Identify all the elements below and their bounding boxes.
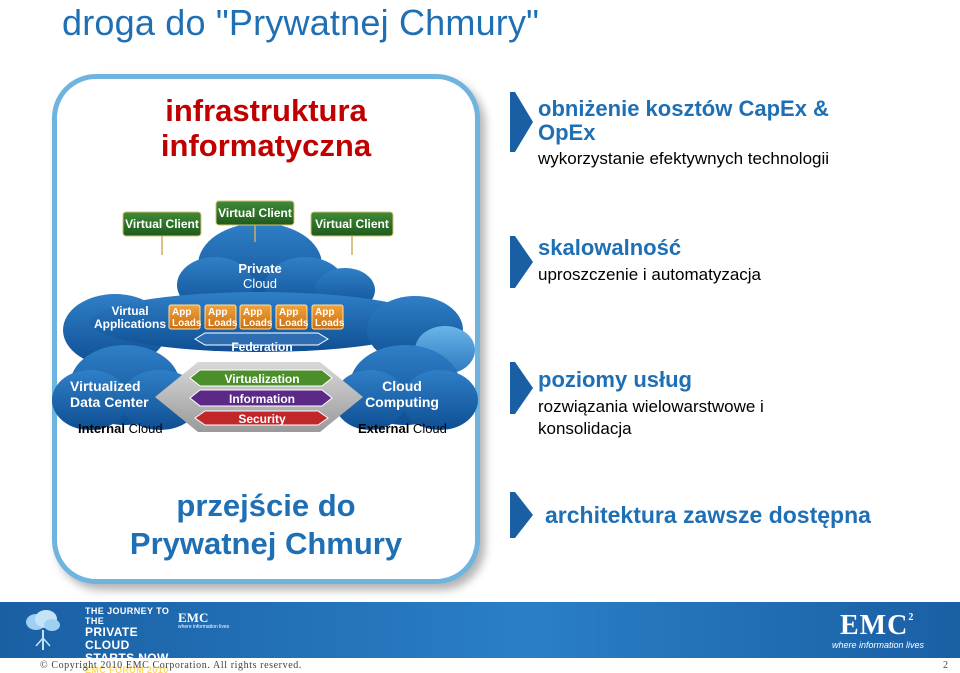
- internal-cloud-caption: Internal Cloud: [78, 421, 163, 436]
- security-label: Security: [238, 412, 286, 426]
- benefit-3-subtitle-line2: konsolidacja: [538, 419, 632, 438]
- app-loads-label-1: App Loads: [172, 307, 201, 329]
- internal-cloud-bold: Internal: [78, 421, 125, 436]
- external-cloud-caption: External Cloud: [358, 421, 447, 436]
- app-loads-box-5: [311, 304, 344, 330]
- benefit-availability: architektura zawsze dostępna: [545, 503, 871, 527]
- app-loads-label-2: App Loads: [208, 307, 237, 329]
- app-loads-5-line2: Loads: [315, 318, 345, 329]
- panel-footer-line1: przejście do: [176, 488, 356, 523]
- copyright-content: Copyright 2010 EMC Corporation. All righ…: [51, 660, 302, 671]
- virtual-applications-label: Virtual Applications: [92, 305, 168, 331]
- arrow-icon-3: [510, 362, 533, 414]
- private-cloud-logo-icon: [26, 610, 60, 650]
- app-loads-2-line1: App: [208, 307, 228, 318]
- benefit-2-subtitle: uproszczenie i automatyzacja: [538, 265, 762, 284]
- app-loads-4-line1: App: [279, 307, 299, 318]
- app-loads-5-line1: App: [315, 307, 335, 318]
- app-loads-box-3: [239, 304, 272, 330]
- external-cloud-shape: [334, 326, 478, 430]
- benefit-2-title: skalowalność: [538, 235, 682, 260]
- emc-logo: EMC2: [840, 610, 914, 642]
- app-loads-3-line2: Loads: [243, 318, 273, 329]
- benefit-service-levels: poziomy usług rozwiązania wielowarstwowe…: [538, 368, 764, 440]
- internal-cloud-rest: Cloud: [124, 421, 163, 436]
- app-loads-label-5: App Loads: [315, 307, 344, 329]
- app-loads-4-line2: Loads: [279, 318, 309, 329]
- panel-footer-line2: Prywatnej Chmury: [129, 526, 403, 561]
- emc-small-logo: EMC: [178, 610, 209, 625]
- footer-banner: [0, 602, 960, 658]
- benefit-1-subtitle: wykorzystanie efektywnych technologii: [538, 149, 830, 168]
- security-bar-shape: [194, 410, 329, 426]
- emc-tagline: where information lives: [832, 640, 925, 650]
- virtual-client-center-label: Virtual Client: [218, 206, 292, 220]
- external-cloud-rest: Cloud: [409, 421, 447, 436]
- panel-footer: przejście do Prywatnej Chmury: [57, 487, 475, 563]
- app-loads-label-4: App Loads: [279, 307, 308, 329]
- virtualized-dc-line1: Virtualized: [70, 378, 141, 394]
- app-loads-box-1: [168, 304, 201, 330]
- benefit-3-subtitle-line1: rozwiązania wielowarstwowe i: [538, 397, 764, 416]
- app-loads-label-3: App Loads: [243, 307, 272, 329]
- app-loads-3-line1: App: [243, 307, 263, 318]
- virtualized-data-center-label: Virtualized Data Center: [70, 378, 180, 410]
- federation-label: Federation: [231, 340, 293, 354]
- app-loads-2-line2: Loads: [208, 318, 238, 329]
- information-label: Information: [229, 392, 295, 406]
- app-loads-box-4: [275, 304, 308, 330]
- benefit-3-title: poziomy usług: [538, 367, 692, 392]
- page-number: 2: [943, 660, 948, 671]
- information-bar-shape: [189, 389, 333, 407]
- virtual-client-right-label: Virtual Client: [315, 217, 389, 231]
- journey-logo-text: THE JOURNEY TO THE PRIVATE CLOUD STARTS …: [85, 606, 173, 673]
- slide-title: droga do "Prywatnej Chmury": [62, 2, 540, 43]
- cloud-computing-line1: Cloud: [382, 378, 422, 394]
- benefit-4-title: architektura zawsze dostępna: [545, 502, 871, 528]
- cloud-computing-label: Cloud Computing: [362, 378, 442, 410]
- cloud-computing-line2: Computing: [365, 394, 439, 410]
- journey-line4: EMC FORUM 2010: [85, 665, 169, 673]
- app-loads-1-line1: App: [172, 307, 192, 318]
- virtual-applications-line1: Virtual: [111, 304, 149, 318]
- arrow-icon-4: [510, 492, 533, 538]
- copyright-text: © Copyright 2010 EMC Corporation. All ri…: [40, 660, 302, 671]
- benefit-1-title-line1: obniżenie kosztów CapEx &: [538, 96, 829, 121]
- private-cloud-label: Private Cloud: [222, 261, 298, 291]
- arrow-icon-2: [510, 236, 533, 288]
- app-loads-box-2: [204, 304, 237, 330]
- private-cloud-label-line2: Cloud: [243, 276, 277, 291]
- virtual-client-left-label: Virtual Client: [125, 217, 199, 231]
- arrow-icon-1: [510, 92, 533, 152]
- benefit-capex-opex: obniżenie kosztów CapEx & OpEx wykorzyst…: [538, 97, 829, 170]
- virtualization-bar-shape: [189, 369, 333, 387]
- journey-line3: STARTS NOW: [85, 651, 169, 665]
- emc-logo-superscript: 2: [908, 612, 915, 623]
- emc-logo-text: EMC: [840, 610, 909, 641]
- panel-heading-line1: infrastruktura: [165, 93, 367, 128]
- journey-line1: THE JOURNEY TO THE: [85, 606, 170, 626]
- panel-heading: infrastruktura informatyczna: [57, 93, 475, 163]
- benefit-1-title-line2: OpEx: [538, 120, 596, 145]
- virtualization-label: Virtualization: [224, 372, 300, 386]
- app-loads-1-line2: Loads: [172, 318, 202, 329]
- virtual-applications-line2: Applications: [93, 317, 166, 331]
- panel-heading-line2: informatyczna: [160, 128, 372, 163]
- journey-line2: PRIVATE CLOUD: [85, 625, 139, 652]
- virtualized-dc-line2: Data Center: [70, 394, 149, 410]
- private-cloud-label-line1: Private: [238, 261, 282, 276]
- benefit-scalability: skalowalność uproszczenie i automatyzacj…: [538, 236, 761, 286]
- external-cloud-bold: External: [358, 421, 410, 436]
- federation-bar-shape: [194, 332, 329, 346]
- emc-small-tagline: where information lives: [178, 624, 230, 630]
